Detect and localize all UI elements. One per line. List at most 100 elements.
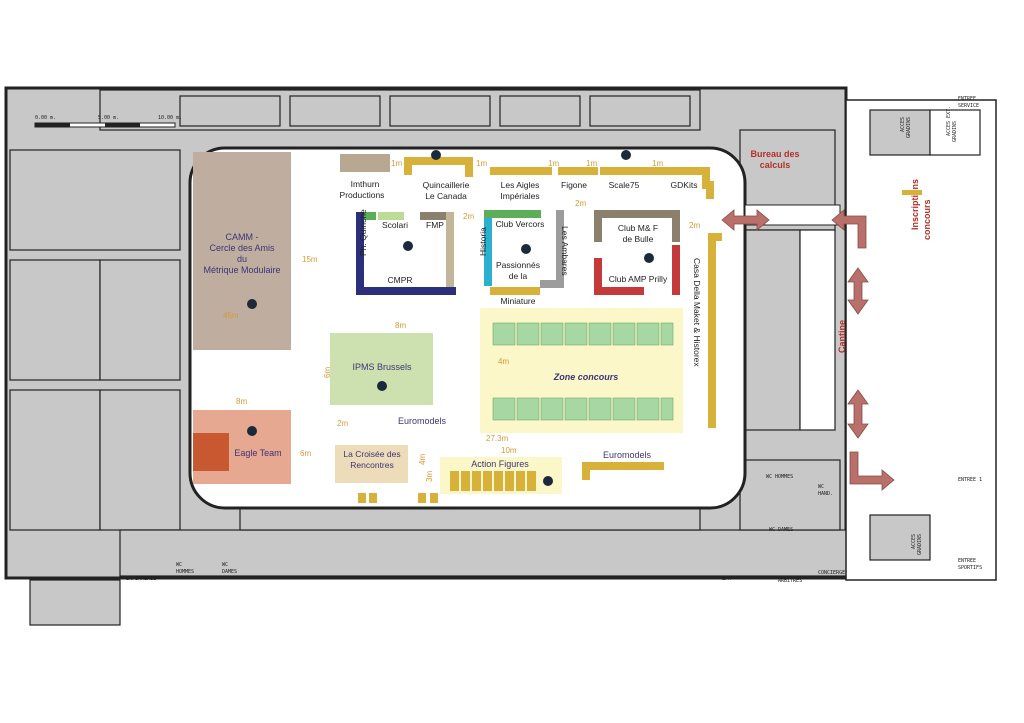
club-vercors-label: Club Vercors bbox=[496, 219, 545, 229]
direction-arrows bbox=[721, 209, 895, 491]
scale75-label: Scale75 bbox=[609, 180, 640, 190]
eagle-dim-h: 8m bbox=[236, 397, 247, 406]
camera-icon bbox=[431, 150, 441, 160]
acces-gradins-top-2: GRADINS bbox=[906, 117, 912, 138]
imthurn-label-1: Imthurn bbox=[351, 179, 380, 189]
gdkits-label: GDKits bbox=[671, 180, 698, 190]
passionnes-label-2: de la bbox=[509, 271, 528, 281]
club-amp-label: Club AMP Prilly bbox=[609, 274, 668, 284]
right-room bbox=[739, 229, 801, 431]
entree-sportifs-1: ENTREE bbox=[958, 558, 976, 564]
camm-stand bbox=[193, 152, 291, 350]
action-figures-label: Action Figures bbox=[471, 459, 529, 469]
camera-icon bbox=[247, 299, 257, 309]
dim-1m-d: 1m bbox=[586, 159, 597, 168]
aigles-label-2: Impériales bbox=[500, 191, 539, 201]
zone-concours-label: Zone concours bbox=[553, 372, 619, 382]
inscriptions-label-2: concours bbox=[922, 199, 932, 240]
dim-2m-a: 2m bbox=[463, 212, 474, 221]
ipms-label: IPMS Brussels bbox=[352, 362, 412, 372]
vertical-arrow-icon bbox=[847, 267, 869, 315]
scale-label-0: 0.00 m. bbox=[35, 115, 56, 121]
left-room bbox=[9, 149, 181, 251]
camera-icon bbox=[247, 426, 257, 436]
imthurn-label-2: Productions bbox=[340, 190, 385, 200]
double-arrow-icon bbox=[721, 209, 770, 231]
bottom-rooms bbox=[119, 529, 861, 577]
quincaillerie-label-2: Le Canada bbox=[425, 191, 467, 201]
annex bbox=[845, 99, 997, 581]
wc-hommes-1-label: WC HOMMES bbox=[766, 474, 793, 480]
dim-2m-b: 2m bbox=[575, 199, 586, 208]
camm-label-1: CAMM - bbox=[226, 232, 259, 242]
vertical-arrow-icon bbox=[847, 389, 869, 439]
entree-1-label: ENTREE 1 bbox=[958, 477, 982, 483]
scale-label-10: 10.00 m. bbox=[158, 115, 182, 121]
acces-gradins-top-1: ACCES bbox=[900, 117, 906, 132]
zone-dim-v: 4m bbox=[498, 357, 509, 366]
scolari-block bbox=[356, 212, 456, 295]
cantine-label: Cantine bbox=[837, 320, 847, 353]
entree-sportifs-2: SPORTIFS bbox=[958, 565, 982, 571]
stairs-bottom bbox=[869, 514, 931, 561]
wc-hommes-2-2: HOMMES bbox=[176, 569, 194, 575]
room bbox=[499, 95, 581, 127]
action-dim-v: 3m bbox=[425, 471, 434, 482]
wc-dames-2-2: DAMES bbox=[222, 569, 237, 575]
wc-dames-1-label: WC DAMES bbox=[769, 527, 793, 533]
arbitres-label: ARBITRES bbox=[778, 578, 802, 584]
wc-hand-1: WC bbox=[818, 484, 824, 490]
camm-label-4: Métrique Modulaire bbox=[203, 265, 280, 275]
action-figures-tables bbox=[450, 471, 536, 491]
croisee-label-1: La Croisée des bbox=[343, 449, 400, 459]
cantine-room bbox=[799, 229, 836, 431]
ipms-dim-v: 6m bbox=[323, 367, 332, 378]
eagle-dim-v: 6m bbox=[300, 449, 311, 458]
camm-area: 45m bbox=[223, 311, 239, 320]
zone-concours-tables bbox=[492, 322, 674, 421]
acces-ext-1: ACCES EXT. bbox=[946, 106, 952, 136]
inscriptions-label-1: Inscriptions bbox=[910, 179, 920, 230]
euromodels-2-label: Euromodels bbox=[603, 450, 652, 460]
wc-hand-2: HAND. bbox=[818, 491, 833, 497]
corner-arrow-icon bbox=[831, 209, 867, 249]
quincaillerie-label-1: Quincaillerie bbox=[423, 180, 470, 190]
left-room bbox=[99, 259, 181, 381]
camera-icon bbox=[621, 150, 631, 160]
aigles-label-1: Les Aigles bbox=[501, 180, 540, 190]
casa-label: Casa Della Maket & Historex bbox=[692, 258, 702, 367]
club-mf-label-2: de Bulle bbox=[623, 234, 654, 244]
bureau-label-1: Bureau des bbox=[750, 149, 799, 159]
infirmerie-label: INFIRMERIE bbox=[126, 576, 156, 582]
dim-1m-a: 1m bbox=[391, 159, 402, 168]
entree-service-2: SERVICE bbox=[958, 103, 979, 109]
scolari-label: Scolari bbox=[382, 220, 408, 230]
room bbox=[179, 95, 281, 127]
scale-bar: 0.00 m. 5.00 m. 10.00 m. bbox=[34, 115, 182, 128]
cmpr-label: CMPR bbox=[387, 275, 412, 285]
wc-block bbox=[739, 459, 841, 531]
room bbox=[589, 95, 691, 127]
ipms-dim-h: 8m bbox=[395, 321, 406, 330]
room bbox=[389, 95, 491, 127]
small-tables bbox=[358, 493, 438, 503]
dim-1m-c: 1m bbox=[548, 159, 559, 168]
eagle-team-block bbox=[193, 433, 229, 471]
camera-icon bbox=[377, 381, 387, 391]
top-tables bbox=[404, 157, 722, 428]
camm-label-2: Cercle des Amis bbox=[209, 243, 275, 253]
croisee-dim: 2m bbox=[337, 419, 348, 428]
left-room bbox=[9, 259, 101, 381]
euromodels-2-tables-side bbox=[582, 462, 590, 480]
corner-arrow-icon bbox=[849, 451, 895, 491]
room bbox=[289, 95, 381, 127]
camm-label-3: du bbox=[237, 254, 247, 264]
zone-dim-h: 27.3m bbox=[486, 434, 509, 443]
croisee-label-2: Rencontres bbox=[350, 460, 393, 470]
ph-quinche-label: Ph. Quinche bbox=[358, 209, 368, 256]
figone-label: Figone bbox=[561, 180, 587, 190]
stair-bottom-left bbox=[29, 579, 121, 626]
wc-hommes-2-1: WC bbox=[176, 562, 182, 568]
vercors-block bbox=[484, 210, 564, 288]
